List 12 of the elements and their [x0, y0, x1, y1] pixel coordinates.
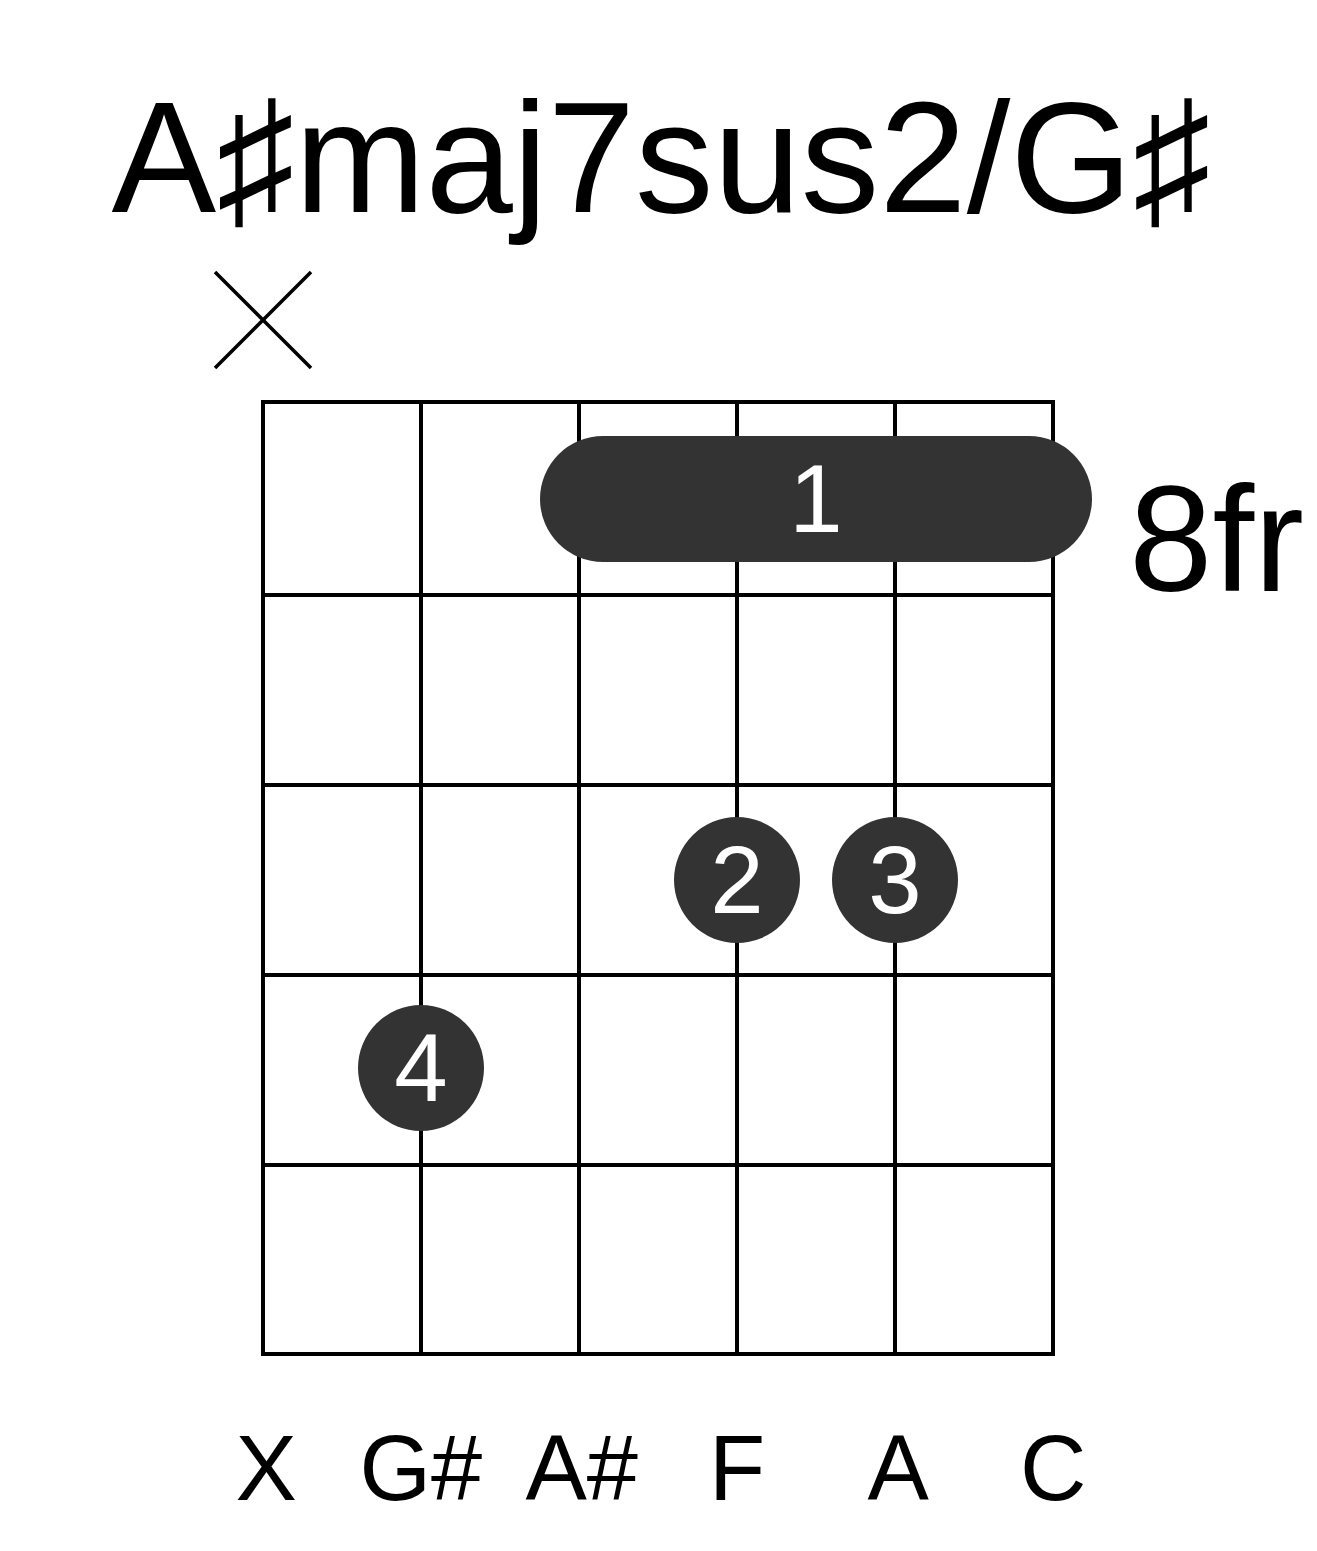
string-note-label: X — [235, 1422, 297, 1514]
finger-number: 3 — [868, 832, 922, 928]
string-note-label: G# — [359, 1422, 483, 1514]
fret-position-label: 8fr — [1129, 464, 1305, 614]
finger-number: 1 — [789, 451, 843, 547]
string-note-label: F — [709, 1422, 766, 1514]
finger-number: 2 — [710, 832, 764, 928]
string-note-label: C — [1020, 1422, 1087, 1514]
chord-title: A♯maj7sus2/G♯ — [110, 69, 1212, 247]
string-note-label: A# — [525, 1422, 639, 1514]
finger-number: 4 — [394, 1020, 448, 1116]
string-note-label: A — [867, 1422, 929, 1514]
